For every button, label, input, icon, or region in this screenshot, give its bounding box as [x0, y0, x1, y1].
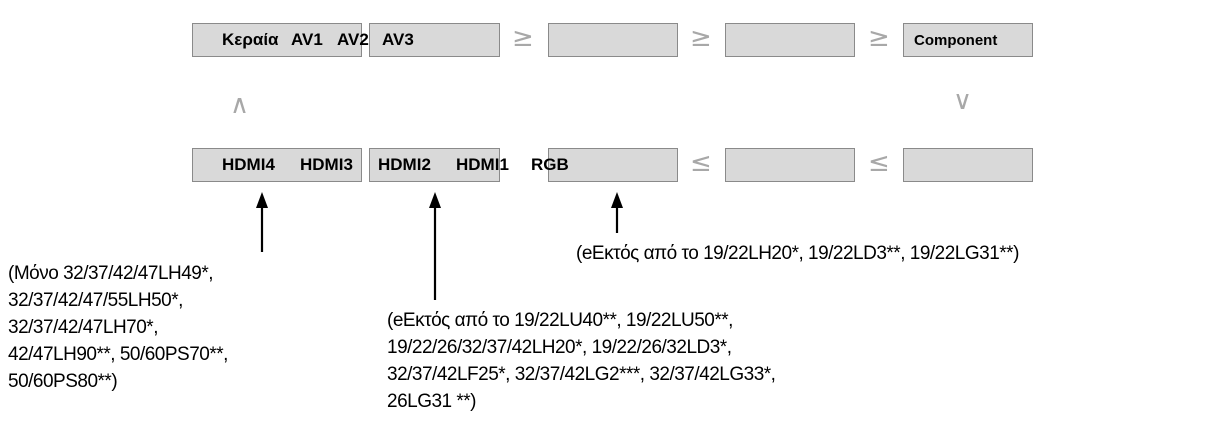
label-antenna: Κεραία	[222, 30, 279, 49]
chevron-up-icon: ∧	[230, 90, 250, 120]
note-line: 19/22/26/32/37/42LH20*, 19/22/26/32LD3*,	[387, 337, 732, 358]
note-hdmi2: (eΕκτός από το 19/22LU40**, 19/22LU50**,…	[387, 307, 776, 415]
chevron-left-icon: ≤	[868, 148, 890, 178]
arrow-hdmi2	[429, 192, 441, 300]
input-box-empty-1	[548, 23, 678, 57]
arrow-rgb	[611, 192, 623, 233]
input-box-hdmi2	[369, 148, 500, 182]
label-hdmi3: HDMI3	[300, 155, 353, 174]
input-box-av2	[369, 23, 500, 57]
label-av3: AV3	[382, 30, 414, 49]
input-box-empty-2	[725, 23, 855, 57]
input-box-component	[903, 23, 1033, 57]
note-line: 32/37/42LF25*, 32/37/42LG2***, 32/37/42L…	[387, 364, 776, 385]
label-hdmi1: HDMI1	[456, 155, 509, 174]
note-line: (eΕκτός από το 19/22LU40**, 19/22LU50**,	[387, 310, 733, 331]
label-hdmi4: HDMI4	[222, 155, 275, 174]
label-rgb: RGB	[531, 155, 569, 174]
chevron-down-icon: ∨	[953, 86, 973, 116]
note-line: 42/47LH90**, 50/60PS70**,	[8, 344, 228, 365]
note-line: 26LG31 **)	[387, 391, 477, 412]
arrow-hdmi4	[256, 192, 268, 252]
label-av1: AV1	[291, 30, 323, 49]
note-line: (Μόνο 32/37/42/47LH49*,	[8, 263, 214, 284]
input-box-hdmi4	[192, 148, 362, 182]
note-line: 32/37/42/47/55LH50*,	[8, 290, 183, 311]
label-component: Component	[914, 32, 998, 49]
label-av2: AV2	[337, 30, 369, 49]
note-line: 32/37/42/47LH70*,	[8, 317, 158, 338]
input-box-empty-4	[903, 148, 1033, 182]
chevron-left-icon: ≤	[690, 148, 712, 178]
chevron-right-icon: ≥	[690, 23, 712, 53]
chevron-right-icon: ≥	[512, 23, 534, 53]
label-hdmi2: HDMI2	[378, 155, 431, 174]
input-box-antenna	[192, 23, 362, 57]
note-rgb: (eΕκτός από το 19/22LH20*, 19/22LD3**, 1…	[576, 243, 1019, 264]
note-hdmi4: (Μόνο 32/37/42/47LH49*, 32/37/42/47/55LH…	[8, 260, 228, 395]
input-box-empty-3	[725, 148, 855, 182]
chevron-right-icon: ≥	[868, 23, 890, 53]
input-box-rgb	[548, 148, 678, 182]
note-line: 50/60PS80**)	[8, 371, 118, 392]
